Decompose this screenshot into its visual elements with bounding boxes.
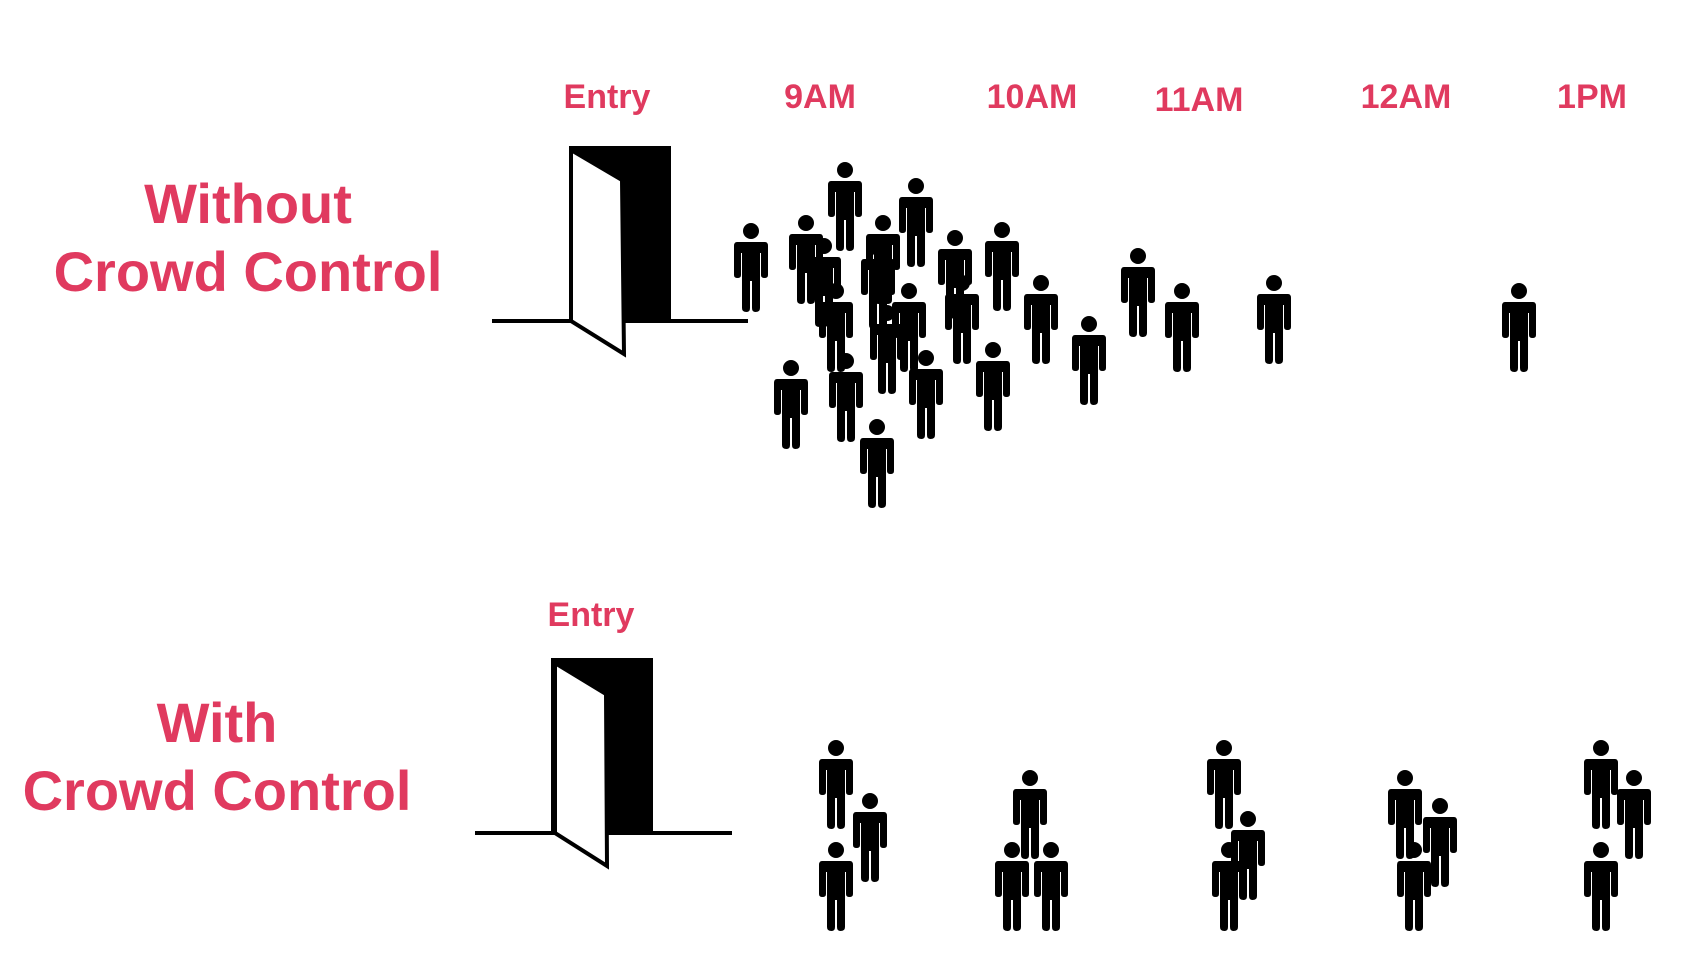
time-label-9am: 9AM bbox=[784, 78, 856, 116]
time-label-10am: 10AM bbox=[986, 78, 1078, 116]
without-crowd-control-title: Without Crowd Control bbox=[54, 170, 443, 306]
person-icon bbox=[1024, 275, 1058, 364]
person-icon bbox=[819, 842, 853, 931]
person-icon bbox=[734, 223, 768, 312]
person-icon bbox=[976, 342, 1010, 431]
person-icon bbox=[1257, 275, 1291, 364]
person-icon bbox=[819, 740, 853, 829]
title-line-2: Crowd Control bbox=[53, 240, 443, 303]
person-icon bbox=[899, 178, 933, 267]
person-icon bbox=[853, 793, 887, 882]
person-icon bbox=[1121, 248, 1155, 337]
time-label-11am: 11AM bbox=[1154, 81, 1244, 119]
person-icon bbox=[1034, 842, 1068, 931]
title-line-1: With bbox=[156, 691, 278, 754]
time-label-12am: 12AM bbox=[1360, 78, 1452, 116]
person-icon bbox=[1617, 770, 1651, 859]
person-icon bbox=[1502, 283, 1536, 372]
time-label-1pm: 1PM bbox=[1557, 78, 1627, 116]
top-crowd bbox=[734, 162, 1536, 508]
person-icon bbox=[1072, 316, 1106, 405]
top-door-icon bbox=[492, 146, 748, 358]
person-icon bbox=[774, 360, 808, 449]
person-icon bbox=[1584, 740, 1618, 829]
person-icon bbox=[860, 419, 894, 508]
bottom-door-icon bbox=[475, 658, 732, 870]
bottom-crowd bbox=[819, 740, 1651, 931]
person-icon bbox=[828, 162, 862, 251]
with-crowd-control-title: With Crowd Control bbox=[23, 689, 412, 825]
person-icon bbox=[1207, 740, 1241, 829]
bottom-entry-label: Entry bbox=[547, 596, 635, 634]
title-line-2: Crowd Control bbox=[22, 759, 412, 822]
person-icon bbox=[1165, 283, 1199, 372]
person-icon bbox=[985, 222, 1019, 311]
person-icon bbox=[1584, 842, 1618, 931]
title-line-1: Without bbox=[144, 172, 352, 235]
top-entry-label: Entry bbox=[563, 78, 651, 116]
